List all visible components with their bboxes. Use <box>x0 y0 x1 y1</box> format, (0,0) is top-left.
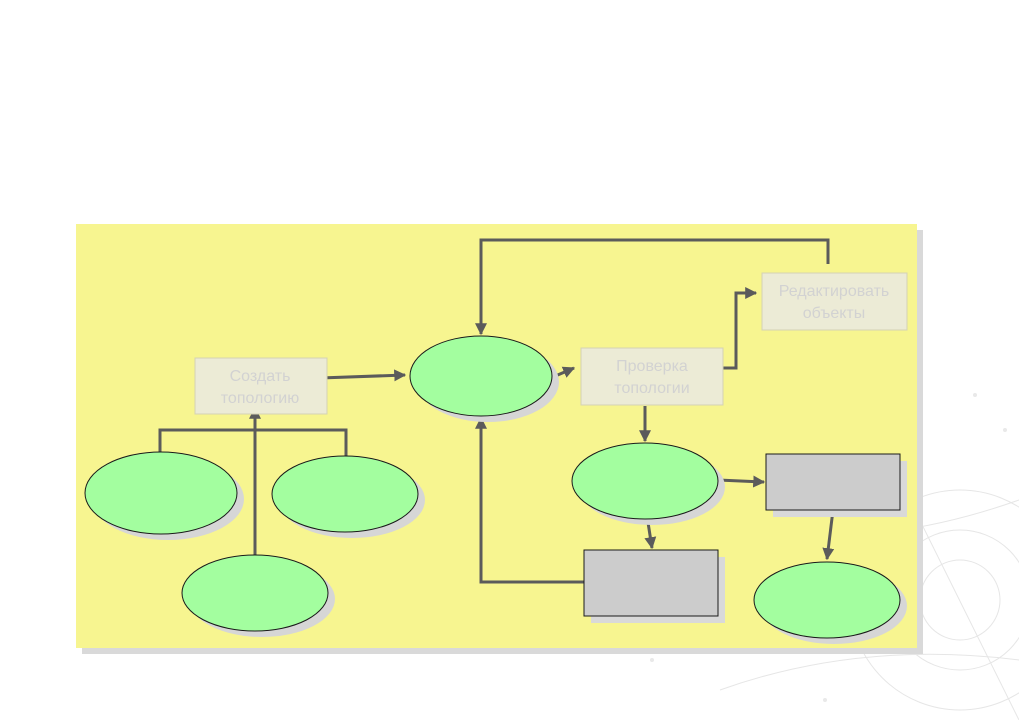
ellipse-left <box>84 451 244 540</box>
connector-lowerbox-to-center <box>475 416 584 584</box>
connector-check-to-edit <box>718 287 758 370</box>
connector-bracket <box>158 428 348 456</box>
ellipse-bottom-right <box>753 561 907 644</box>
connector-create-to-center <box>319 369 407 382</box>
check-topology-line1: Проверка <box>616 358 688 375</box>
ellipse-bottom-left <box>181 554 335 637</box>
edit-objects-line2: объекты <box>803 305 865 322</box>
box-check-topology: Проверка топологии <box>580 347 724 406</box>
ellipse-center <box>409 335 559 422</box>
gray-box-bottom <box>583 549 725 623</box>
gray-box-right <box>765 453 907 517</box>
connector-edit-to-center <box>475 238 830 336</box>
box-edit-objects: Редактировать объекты <box>761 272 908 331</box>
ellipse-right-middle <box>571 442 725 525</box>
check-topology-line2: топологии <box>614 380 689 397</box>
map-dots <box>650 393 1007 702</box>
connector-graybox-to-ellipse <box>822 509 835 561</box>
box-create-topology: Создать топологию <box>194 357 328 415</box>
create-topology-line2: топологию <box>221 390 299 407</box>
create-topology-line1: Создать <box>230 368 291 385</box>
ellipse-left-right <box>271 455 425 538</box>
edit-objects-line1: Редактировать <box>779 283 890 300</box>
connector-ellipse-to-graybox <box>717 475 766 488</box>
